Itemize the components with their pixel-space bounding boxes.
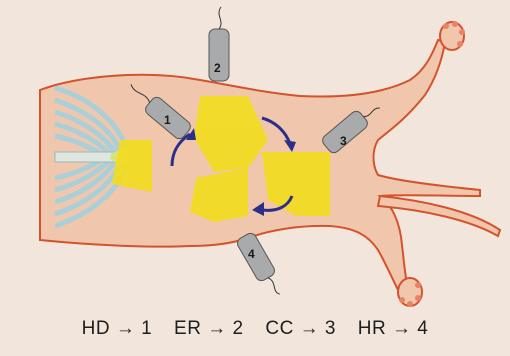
probe-label-3: 3 bbox=[340, 134, 347, 148]
probe-legend: HD → 1 ER → 2 CC → 3 HR → 4 bbox=[0, 318, 510, 340]
legend-item: ER → 2 bbox=[174, 318, 249, 339]
probe-4 bbox=[235, 231, 286, 300]
legend-item: HD → 1 bbox=[82, 318, 158, 339]
probe-label-1: 1 bbox=[164, 113, 171, 127]
probe-label-2: 2 bbox=[214, 61, 221, 75]
legend-item: CC → 3 bbox=[265, 318, 341, 339]
probe-label-4: 4 bbox=[248, 247, 255, 261]
legend-item: HR → 4 bbox=[358, 318, 429, 339]
